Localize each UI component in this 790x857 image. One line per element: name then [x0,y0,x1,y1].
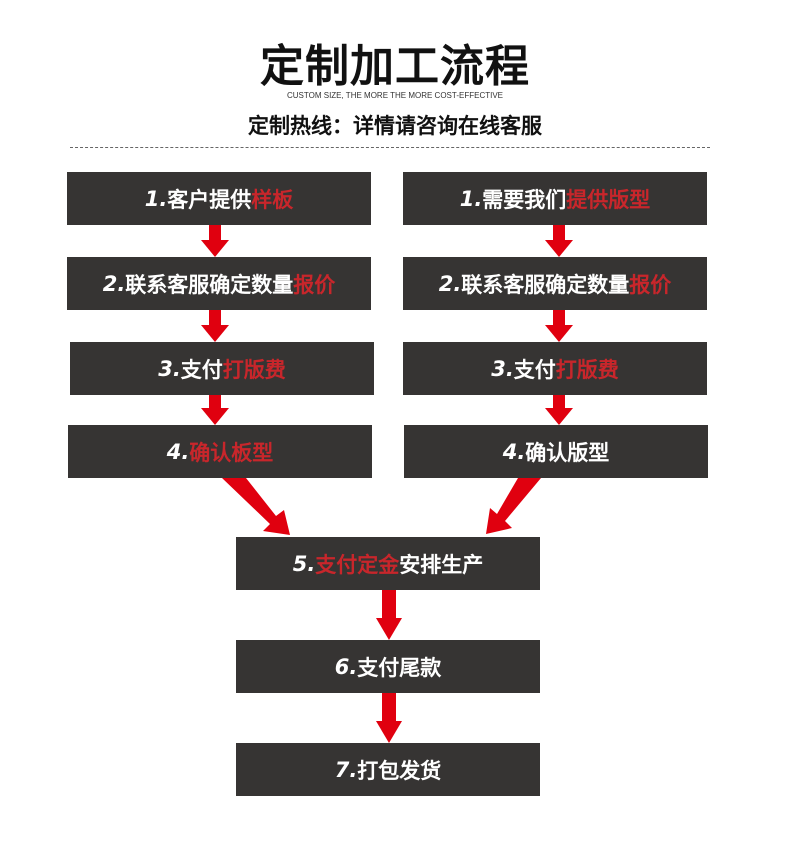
arrow-down-icon [201,310,229,342]
arrow-down-icon [201,395,229,425]
step-number: 5. [292,551,316,576]
step-number: 2. [438,271,462,296]
step-number: 4. [166,439,190,464]
step-text: 确认版型 [525,440,610,465]
step-text: 联系客服确定数量 [125,272,294,297]
step-highlight: 报价 [629,272,672,297]
arrow-down-icon [545,395,573,425]
step-text: 支付 [513,357,556,382]
left-step-2: 2.联系客服确定数量报价 [67,257,371,310]
right-step-1: 1.需要我们提供版型 [403,172,707,225]
arrow-diagonal-icon [486,478,541,534]
left-step-1: 1.客户提供样板 [67,172,371,225]
step-number: 6. [334,654,358,679]
right-step-4: 4.确认版型 [404,425,708,478]
step-text: 联系客服确定数量 [461,272,630,297]
right-step-2: 2.联系客服确定数量报价 [403,257,707,310]
dashed-divider [70,147,710,148]
step-text: 打包发货 [357,758,442,783]
page-subtitle: CUSTOM SIZE, THE MORE THE MORE COST-EFFE… [286,91,504,100]
center-step-6: 6.支付尾款 [236,640,540,693]
step-highlight: 打版费 [555,357,619,382]
step-text: 需要我们 [482,187,567,212]
center-step-5: 5.支付定金安排生产 [236,537,540,590]
step-highlight: 确认板型 [189,440,274,465]
arrow-down-icon [545,225,573,257]
hotline-text: 定制热线：详情请咨询在线客服 [248,114,542,138]
left-step-4: 4.确认板型 [68,425,372,478]
step-number: 7. [334,757,358,782]
step-number: 3. [158,356,181,381]
step-text: 安排生产 [399,552,484,577]
step-number: 2. [102,271,126,296]
center-step-7: 7.打包发货 [236,743,540,796]
step-text: 客户提供 [167,187,252,212]
left-step-3: 3.支付打版费 [70,342,374,395]
arrow-down-icon [376,590,402,640]
page-title: 定制加工流程 [260,41,530,92]
step-text: 支付 [180,357,223,382]
step-text: 支付尾款 [357,655,442,680]
step-highlight: 打版费 [222,357,286,382]
arrow-down-icon [545,310,573,342]
step-highlight: 提供版型 [566,187,651,212]
step-number: 1. [459,186,483,211]
step-highlight: 报价 [293,272,336,297]
step-number: 4. [502,439,526,464]
step-number: 1. [144,186,168,211]
right-step-3: 3.支付打版费 [403,342,707,395]
step-number: 3. [491,356,514,381]
arrow-diagonal-icon [222,478,290,535]
step-highlight: 支付定金 [315,552,400,577]
arrow-down-icon [376,693,402,743]
arrow-down-icon [201,225,229,257]
step-highlight: 样板 [251,187,294,212]
